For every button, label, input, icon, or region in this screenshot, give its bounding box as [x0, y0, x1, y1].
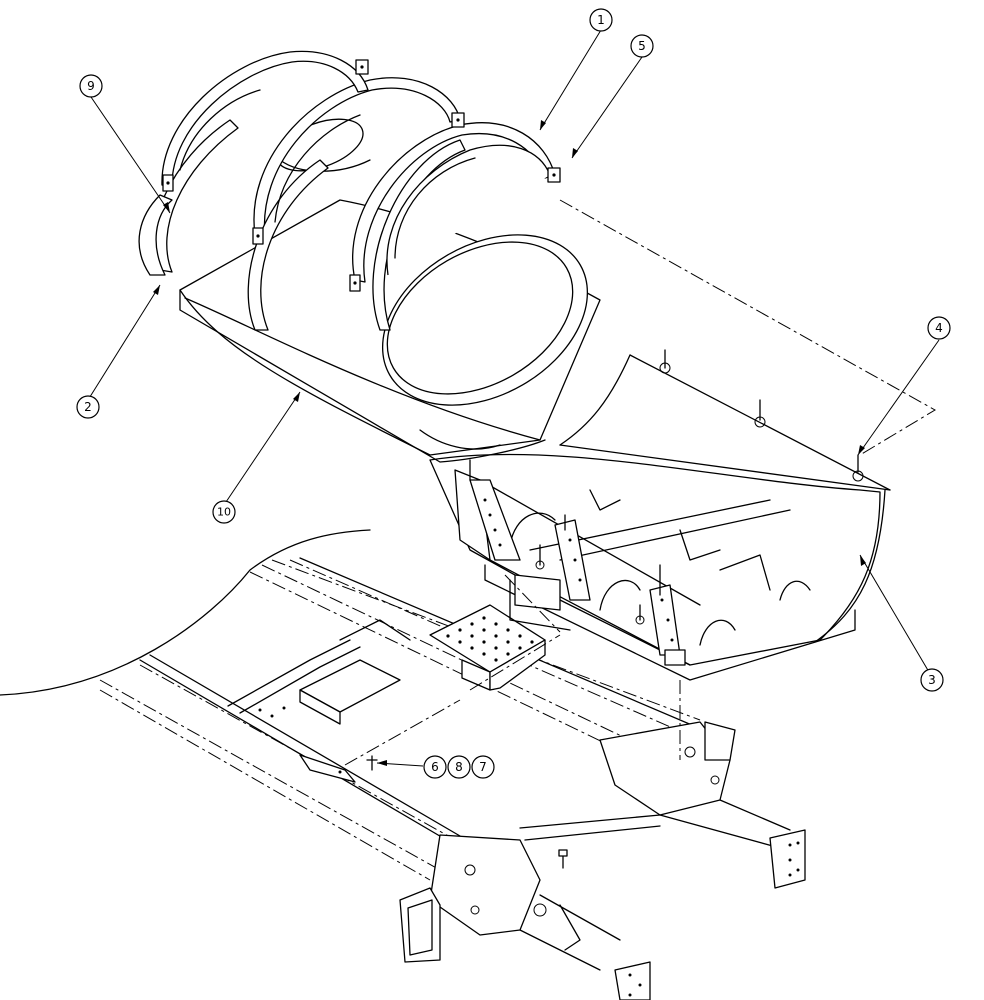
tank-cradle: [429, 349, 891, 681]
perforated-bracket: [227, 604, 546, 783]
callout-8: 8: [447, 755, 471, 779]
callout-5-label: 5: [638, 39, 646, 53]
callout-6-label: 6: [431, 760, 439, 774]
callout-3-label: 3: [928, 673, 936, 687]
tank: [179, 118, 601, 463]
callout-10: 10: [212, 500, 236, 524]
callout-7: 7: [471, 755, 495, 779]
tank-straps: [138, 50, 561, 331]
callout-6: 6: [423, 755, 447, 779]
callout-4: 4: [927, 316, 951, 340]
assembly-centerlines: [344, 199, 936, 766]
callout-8-label: 8: [455, 760, 463, 774]
callout-4-label: 4: [935, 321, 943, 335]
callout-2: 2: [76, 395, 100, 419]
callout-1: 1: [589, 8, 613, 32]
callout-7-label: 7: [479, 760, 487, 774]
callout-9: 9: [79, 74, 103, 98]
callout-9-label: 9: [87, 79, 95, 93]
callout-leaders: [87, 29, 940, 767]
callout-2-label: 2: [84, 400, 92, 414]
callout-5: 5: [630, 34, 654, 58]
callout-10-label: 10: [217, 506, 231, 519]
callout-1-label: 1: [597, 13, 605, 27]
chassis-frame: [0, 529, 806, 1000]
callout-balloons: 1 5 9 2 10 4 3 6: [76, 8, 951, 779]
callout-3: 3: [920, 668, 944, 692]
